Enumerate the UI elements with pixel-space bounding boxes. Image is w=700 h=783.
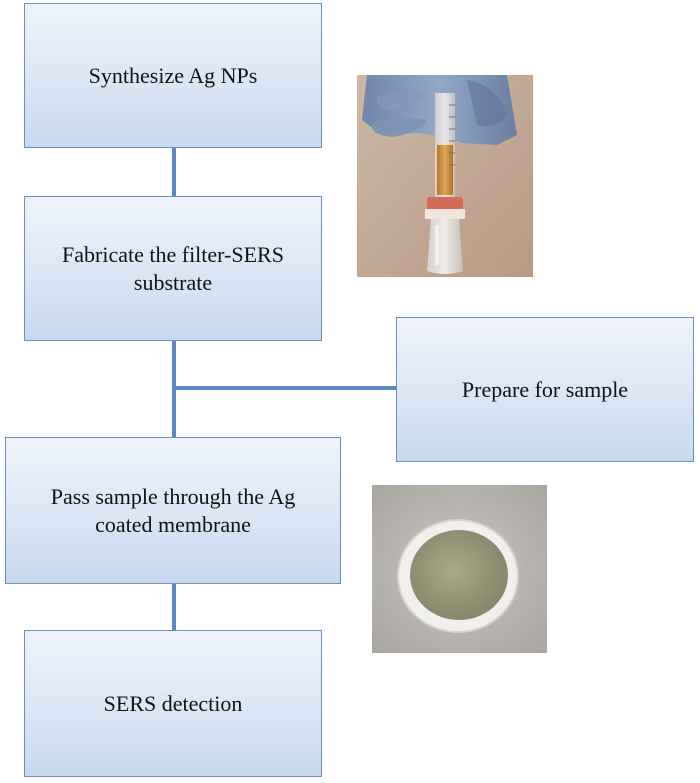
- syringe-filter-illustration: [357, 75, 533, 277]
- membrane-disc-photo: [372, 485, 547, 653]
- step-pass-sample: Pass sample through the Ag coated membra…: [5, 437, 341, 584]
- membrane-disc-illustration: [372, 485, 547, 653]
- connector-pass-detect: [172, 583, 176, 631]
- step-fabricate-substrate: Fabricate the filter-SERS substrate: [24, 196, 322, 341]
- step-sers-detection: SERS detection: [24, 630, 322, 777]
- step-label: Pass sample through the Ag coated membra…: [50, 483, 296, 537]
- connector-synth-fab: [172, 147, 176, 197]
- connector-branch-prepare: [174, 386, 397, 390]
- step-label: Synthesize Ag NPs: [88, 62, 258, 88]
- step-synthesize-ag-nps: Synthesize Ag NPs: [24, 3, 322, 148]
- syringe-filter-photo: [357, 75, 533, 277]
- step-label: Fabricate the filter-SERS substrate: [62, 241, 284, 295]
- step-label: SERS detection: [103, 690, 243, 716]
- step-prepare-sample: Prepare for sample: [396, 317, 694, 462]
- step-label: Prepare for sample: [461, 376, 629, 402]
